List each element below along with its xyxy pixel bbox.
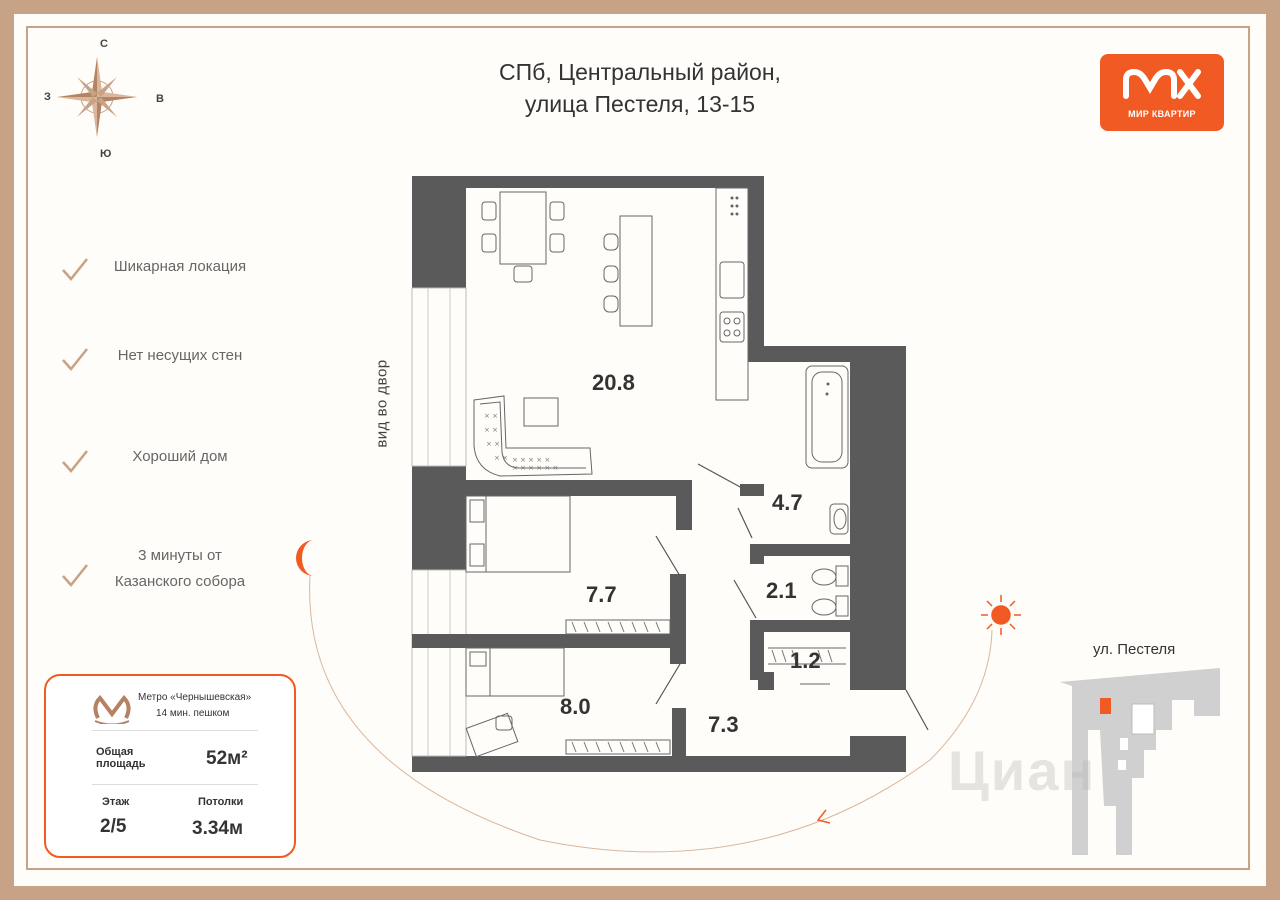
divider [92, 784, 258, 785]
total-area-value: 52м² [206, 748, 248, 769]
floor-label: Этаж [102, 796, 130, 808]
room-area-closet: 1.2 [790, 648, 821, 673]
metro-walk-time: 14 мин. пешком [156, 708, 230, 719]
page-title: СПб, Центральный район, улица Пестеля, 1… [420, 56, 860, 120]
total-area-label: Общая площадь [96, 746, 145, 770]
total-area-label-line-2: площадь [96, 758, 146, 770]
compass-south-label: Ю [100, 148, 112, 160]
sun-icon [981, 595, 1021, 635]
svg-text:× ×: × × [486, 440, 500, 448]
ceiling-value: 3.34м [192, 818, 244, 839]
street-label: ул. Пестеля [1093, 641, 1176, 658]
room-area-living: 20.8 [592, 370, 635, 395]
room-area-wc: 2.1 [766, 578, 797, 603]
svg-text:× ×: × × [484, 426, 498, 434]
feature-walls: Нет несущих стен [117, 347, 243, 364]
check-icon [62, 258, 88, 281]
room-area-bath: 4.7 [772, 490, 803, 515]
title-line-1: СПб, Центральный район, [499, 59, 781, 85]
location-map [1060, 668, 1220, 855]
feature-location: Шикарная локация [113, 258, 247, 275]
compass-rose-icon [57, 57, 137, 137]
metro-name: Метро «Чернышевская» [138, 692, 252, 703]
metro-logo-icon [93, 694, 131, 724]
room-area-bedroom-2: 8.0 [560, 694, 591, 719]
check-icon [62, 564, 88, 587]
svg-text:× × × × × ×: × × × × × × [512, 464, 558, 472]
feature-cathedral-line-1: 3 минуты от [138, 547, 222, 564]
floor-value: 2/5 [100, 816, 127, 837]
divider [92, 730, 258, 731]
total-area-label-line-1: Общая [96, 746, 134, 758]
moon-icon [296, 540, 314, 576]
feature-cathedral-line-2: Казанского собора [114, 573, 246, 590]
room-area-hall: 7.3 [708, 712, 739, 737]
compass-east-label: В [156, 93, 164, 105]
svg-text:× ×: × × [494, 454, 508, 462]
apartment-info-card: Метро «Чернышевская» 14 мин. пешком Обща… [44, 674, 296, 858]
courtyard-view-label: вид во двор [373, 359, 391, 448]
title-line-2: улица Пестеля, 13-15 [524, 91, 756, 117]
page-frame [26, 26, 1250, 870]
svg-text:× × × × ×: × × × × × [512, 456, 550, 464]
brand-mark-icon [1123, 68, 1201, 99]
check-icon [62, 450, 88, 473]
room-area-bedroom-1: 7.7 [586, 582, 617, 607]
svg-text:× ×: × × [484, 412, 498, 420]
check-icon [62, 348, 88, 371]
ceiling-label: Потолки [198, 796, 244, 808]
brand-logo-text: МИР КВАРТИР [1128, 109, 1196, 119]
compass-west-label: З [44, 91, 51, 103]
feature-house: Хороший дом [132, 448, 228, 465]
watermark-text: Циан [948, 739, 1097, 802]
brand-logo: МИР КВАРТИР [1100, 54, 1224, 131]
compass-north-label: С [100, 38, 108, 50]
